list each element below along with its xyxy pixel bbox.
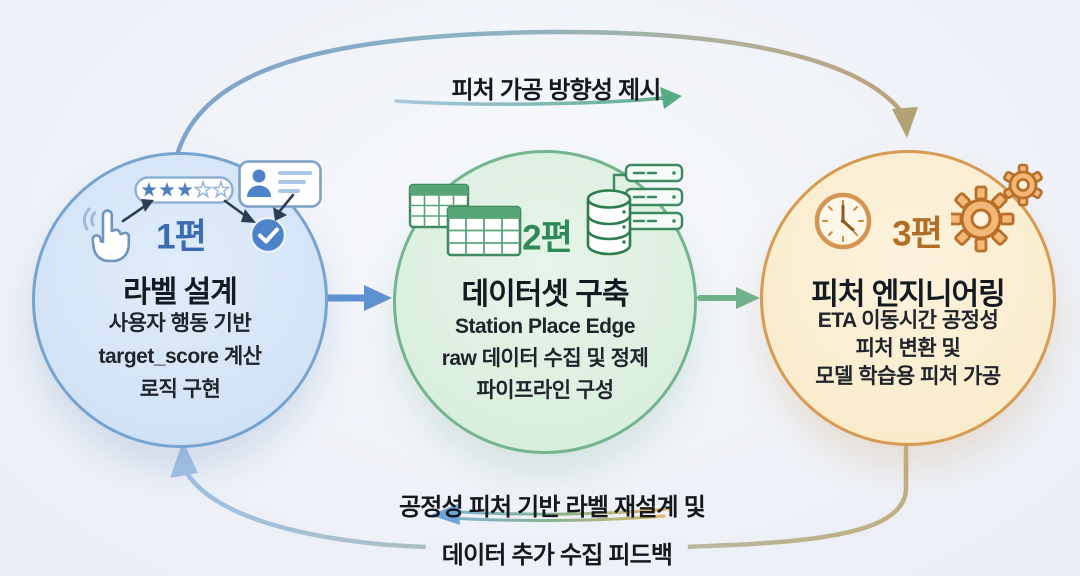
circle-part3-feature-engineering: 3편 피처 엔지니어링 ETA 이동시간 공정성 피처 변환 및 모델 학습용 … (760, 150, 1056, 446)
gears-icon (951, 163, 1043, 253)
part2-number: 2편 (522, 218, 573, 258)
bottom-flow-label-line1: 공정성 피처 기반 라벨 재설계 및 (399, 494, 706, 521)
clock-icon (814, 192, 872, 250)
part1-description: 사용자 행동 기반 target_score 계산 로직 구현 (98, 312, 262, 401)
part3-number: 3편 (892, 214, 943, 254)
circle1-mini-arrows (121, 193, 295, 223)
id-card-icon (238, 160, 322, 208)
tap-cursor-icon (82, 207, 131, 263)
star-rating-icon (134, 176, 234, 204)
part1-number: 1편 (156, 217, 207, 257)
table-icon (408, 183, 522, 257)
part1-title: 라벨 설계 (123, 276, 238, 309)
database-icon (586, 189, 632, 256)
database-server-icon (586, 163, 684, 256)
check-icon (249, 216, 287, 254)
top-flow-label: 피처 가공 방향성 제시 (451, 77, 661, 104)
part2-description: Station Place Edge raw 데이터 수집 및 정제 파이프라인… (441, 315, 649, 402)
circle-part1-label-design: 1편 라벨 설계 사용자 행동 기반 target_score 계산 로직 구현 (32, 152, 328, 448)
part3-title: 피처 엔지니어링 (811, 278, 1006, 311)
circle1-to-circle2-arrow (319, 285, 392, 311)
part2-title: 데이터셋 구축 (461, 278, 630, 311)
part3-description: ETA 이동시간 공정성 피처 변환 및 모델 학습용 피처 가공 (815, 309, 1001, 388)
circle-part2-dataset-build: 2편 데이터셋 구축 Station Place Edge raw 데이터 수집… (393, 150, 697, 454)
bottom-flow-label-line2: 데이터 추가 수집 피드백 (425, 535, 689, 570)
circle2-to-circle3-arrow (697, 287, 760, 309)
